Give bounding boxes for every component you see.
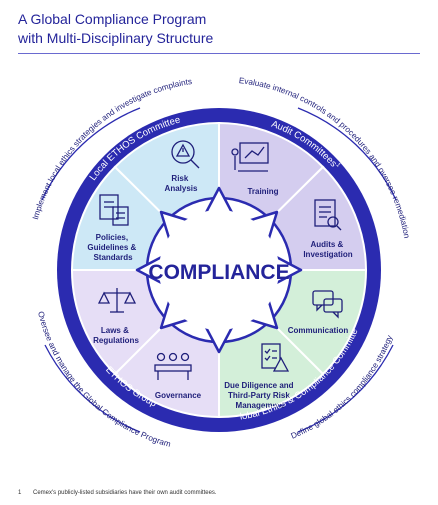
- center-label: COMPLIANCE: [148, 261, 289, 284]
- footnote-number: 1: [18, 490, 22, 496]
- meeting-icon: [154, 352, 192, 380]
- checklist-warning-icon: [261, 343, 290, 372]
- segment-label-due-diligence: Due Diligence and Third-Party Risk Manag…: [224, 381, 296, 410]
- outer-arc-lines: [41, 107, 397, 433]
- segment-label-governance: Governance: [155, 391, 202, 400]
- segment-label-audits: Audits & Investigation: [303, 240, 352, 259]
- segment-label-communication: Communication: [288, 326, 349, 335]
- presentation-icon: [231, 142, 269, 172]
- magnifier-warning-icon: [171, 140, 200, 169]
- title-line-2: with Multi-Disciplinary Structure: [18, 30, 214, 46]
- title-divider: [18, 53, 420, 54]
- segment-label-laws: Laws & Regulations: [93, 326, 139, 345]
- scales-icon: [97, 288, 137, 313]
- segment-label-risk-analysis: Risk Analysis: [165, 174, 198, 193]
- footnote-text: Cemex's publicly-listed subsidiaries hav…: [33, 490, 217, 496]
- speech-bubbles-icon: [312, 290, 343, 319]
- segment-label-training: Training: [247, 187, 278, 196]
- center-star: [135, 186, 303, 354]
- page-title: A Global Compliance Program with Multi-D…: [18, 10, 213, 48]
- policy-document-icon: [99, 194, 129, 226]
- footnote: 1 Cemex's publicly-listed subsidiaries h…: [18, 490, 227, 496]
- document-search-icon: [314, 199, 342, 231]
- title-line-1: A Global Compliance Program: [18, 11, 207, 27]
- segment-label-policies: Policies, Guidelines & Standards: [87, 233, 138, 262]
